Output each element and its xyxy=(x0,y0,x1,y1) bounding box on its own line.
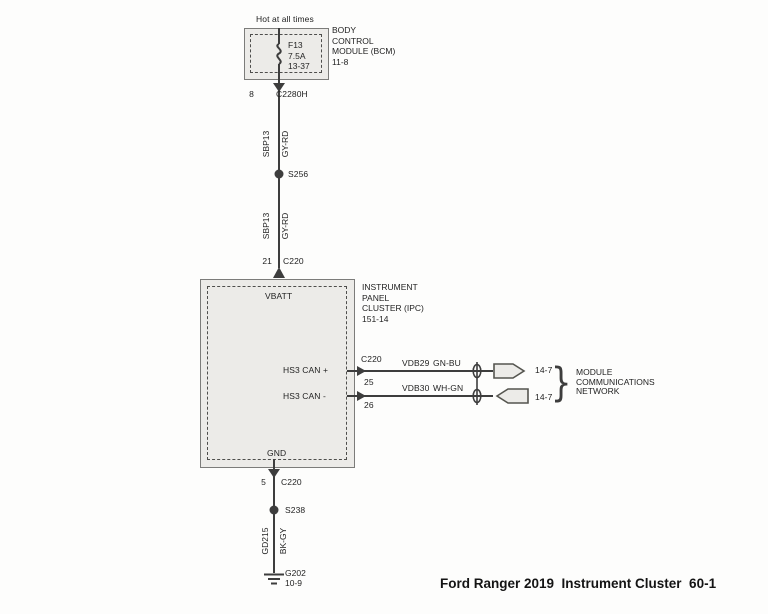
network-label-line: COMMUNICATIONS xyxy=(576,376,655,387)
wire-color-gy-rd-2: GY-RD xyxy=(280,212,290,240)
connector-c220-top: C220 xyxy=(283,256,304,266)
connector-c2280h: C2280H xyxy=(276,89,308,99)
ipc-gnd-label: GND xyxy=(267,448,287,458)
splice-s256-dot xyxy=(274,169,284,179)
bcm-label-line: MODULE (BCM) xyxy=(332,46,396,56)
ipc-hs3-can-minus-label: HS3 CAN - xyxy=(283,391,326,401)
circuit-label-gd215: GD215 xyxy=(260,527,270,555)
circuit-label-vdb30: VDB30 xyxy=(402,383,430,393)
wire-color-wh-gn: WH-GN xyxy=(433,383,464,393)
bcm-label-line: CONTROL xyxy=(332,35,374,46)
arrow-down-out-of-ipc xyxy=(268,469,280,478)
arrow-up-into-ipc xyxy=(273,267,285,278)
ipc-label-line: 151-14 xyxy=(362,313,389,324)
pin-number-26: 26 xyxy=(364,400,374,410)
offpage-ref-can-plus: 14-7 xyxy=(535,365,553,375)
ground-id: G202 xyxy=(285,568,306,578)
fuse-rating: 7.5A xyxy=(288,50,306,61)
ground-ref-label: G202 10-9 xyxy=(285,568,306,588)
ipc-label-line: INSTRUMENT xyxy=(362,282,418,292)
ipc-label-line: PANEL xyxy=(362,292,390,303)
splice-s238-dot xyxy=(269,505,279,515)
twisted-pair-loop-top xyxy=(472,363,482,379)
ground-location: 10-9 xyxy=(285,577,303,588)
circuit-label-sbp13-2: SBP13 xyxy=(261,212,271,240)
hot-at-all-times-label: Hot at all times xyxy=(256,14,314,24)
bcm-label-line: 11-8 xyxy=(332,56,349,67)
offpage-ref-can-minus: 14-7 xyxy=(535,392,553,402)
ipc-box xyxy=(200,279,355,468)
connector-c220-bottom: C220 xyxy=(281,477,302,487)
offpage-connector-arrow-can-minus xyxy=(495,388,529,404)
bcm-label-line: BODY xyxy=(332,25,357,35)
network-label-line: MODULE xyxy=(576,367,613,377)
network-label-line: NETWORK xyxy=(576,386,620,396)
connector-c220-right: C220 xyxy=(361,354,382,364)
pin-number-25: 25 xyxy=(364,377,374,387)
fuse-location: 13-37 xyxy=(288,61,310,71)
ipc-vbatt-label: VBATT xyxy=(265,291,293,301)
circuit-label-vdb29: VDB29 xyxy=(402,358,430,368)
ipc-module-label: INSTRUMENT PANEL CLUSTER (IPC) 151-14 xyxy=(362,282,424,324)
ipc-box-dashed-border xyxy=(207,286,347,460)
ipc-label-line: CLUSTER (IPC) xyxy=(362,303,424,313)
fuse-id: F13 xyxy=(288,40,303,50)
splice-s256-label: S256 xyxy=(288,169,309,179)
network-group-brace: } xyxy=(551,360,572,406)
fuse-label: F13 7.5A 13-37 xyxy=(288,40,310,72)
diagram-title-caption: Ford Ranger 2019 Instrument Cluster 60-1 xyxy=(440,576,717,591)
pin-number-8: 8 xyxy=(249,89,254,99)
arrow-right-can-plus xyxy=(357,366,366,376)
circuit-label-sbp13-1: SBP13 xyxy=(261,130,271,158)
ipc-hs3-can-plus-label: HS3 CAN + xyxy=(283,365,329,375)
pin-number-21: 21 xyxy=(262,256,272,266)
bcm-fuse-box-dashed-border xyxy=(250,34,322,73)
wire-color-gn-bu: GN-BU xyxy=(433,358,461,368)
wire-color-gy-rd-1: GY-RD xyxy=(280,130,290,158)
offpage-connector-arrow-can-plus xyxy=(493,363,526,379)
twisted-pair-loop-bottom xyxy=(472,388,482,404)
bcm-fuse-box xyxy=(244,28,329,80)
wire-color-bk-gy: BK-GY xyxy=(278,527,288,555)
splice-s238-label: S238 xyxy=(285,505,306,515)
bcm-module-label: BODY CONTROL MODULE (BCM) 11-8 xyxy=(332,25,395,67)
pin-number-5: 5 xyxy=(261,477,266,487)
module-communications-network-label: MODULE COMMUNICATIONS NETWORK xyxy=(576,367,655,397)
